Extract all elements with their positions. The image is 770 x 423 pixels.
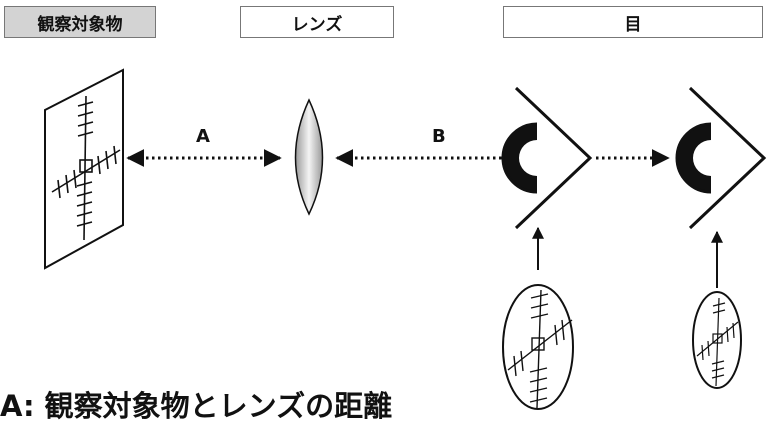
distance-b-label: B <box>432 126 446 147</box>
header-object: 観察対象物 <box>4 6 156 38</box>
optics-diagram <box>44 68 767 410</box>
header-lens: レンズ <box>240 6 394 38</box>
distance-a-label: A <box>196 126 210 147</box>
caption: A: 観察対象物とレンズの距離 <box>0 389 393 423</box>
object-target <box>44 68 124 270</box>
header-eye: 目 <box>503 6 763 38</box>
small-image <box>692 291 742 389</box>
eye-icon <box>501 86 593 230</box>
eye-icon <box>675 86 767 230</box>
large-image <box>502 284 574 410</box>
lens <box>294 98 324 216</box>
